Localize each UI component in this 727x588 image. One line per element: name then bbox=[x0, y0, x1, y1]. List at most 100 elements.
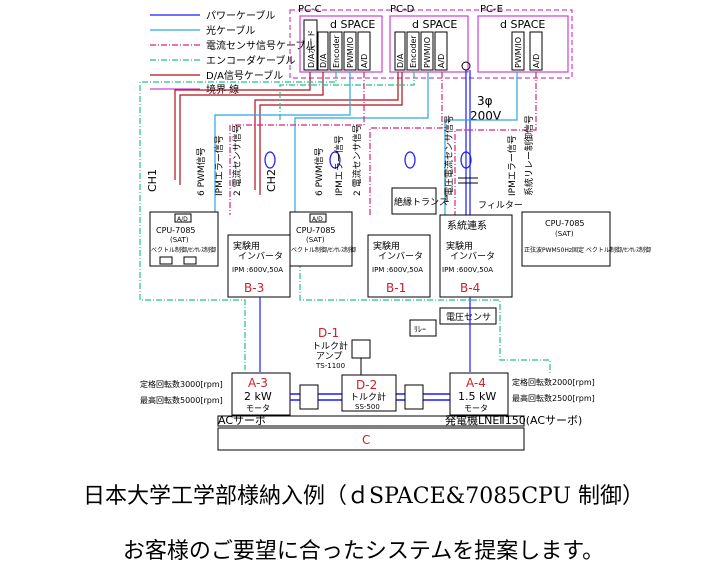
voltage-sensor bbox=[439, 307, 497, 325]
power-voltage-label: 200V bbox=[470, 109, 502, 123]
pc-d-slot-label: Encoder bbox=[409, 35, 418, 68]
pc-c-slot bbox=[357, 31, 371, 71]
inverter-box bbox=[367, 234, 431, 298]
inverter-b3: 実験用 インバータ IPM :600V,50A B-3 bbox=[227, 234, 291, 298]
torque-amp-line1: トルク計 bbox=[312, 340, 348, 352]
pc-c: PC-C d SPACE D/Aボード D/A Encoder PWM/IO A… bbox=[298, 4, 383, 73]
pc-d-slot bbox=[406, 31, 420, 71]
cpu-board-line3: ベクトル制御/ｾﾝｻﾚｽ制御 bbox=[291, 246, 356, 254]
inverter-b4: 系統連系 実験用 インバータ IPM :600V,50A B-4 bbox=[439, 214, 513, 298]
cpu-board-connector bbox=[183, 256, 197, 265]
pc-e-box bbox=[477, 15, 569, 73]
inverter-id: B-3 bbox=[244, 281, 264, 295]
cpu-board-head: A/D bbox=[312, 216, 323, 223]
motor-a4-id: A-4 bbox=[466, 376, 486, 390]
cpu-board-line2: (SAT) bbox=[170, 236, 189, 244]
power-phase-label: 3φ bbox=[477, 94, 493, 108]
isolation-transformer bbox=[391, 187, 437, 215]
current-sensor-coil bbox=[264, 151, 276, 169]
pc-c-name: PC-C bbox=[298, 4, 322, 15]
motor-a4: A-4 1.5 kW モータ 定格回転数2000[rpm] 最高回転数2500[… bbox=[449, 372, 595, 416]
pwm-signal-label: 6 PWM信号 bbox=[195, 147, 207, 196]
cpu-board-3: CPU-7085 (SAT) 正弦波PWM50Hz固定 ベクトル制御/ｾﾝｻﾚｽ… bbox=[521, 211, 651, 267]
pc-boundary bbox=[289, 9, 573, 79]
pc-e-slot bbox=[511, 31, 525, 71]
optical-cable bbox=[214, 72, 351, 215]
pc-d-slot-label: PWM/IO bbox=[423, 37, 432, 68]
pc-c-slot bbox=[343, 31, 357, 71]
motor-a4-max: 最高回転数2500[rpm] bbox=[512, 393, 595, 403]
current-sensor-coil bbox=[404, 151, 416, 169]
cpu-board-2: A/D CPU-7085 (SAT) ベクトル制御/ｾﾝｻﾚｽ制御 bbox=[289, 211, 356, 267]
inverter-id: B-1 bbox=[386, 281, 406, 295]
inverter-line1: 実験用 bbox=[446, 240, 473, 252]
current-cable bbox=[229, 72, 365, 215]
encoder-cable-b4 bbox=[299, 240, 551, 375]
cpu-board-ad bbox=[174, 213, 192, 223]
motor-a4-kind: モータ bbox=[464, 404, 488, 413]
base-left-label: ACサーボ bbox=[218, 414, 266, 427]
pc-e-slot-label: A/D bbox=[532, 54, 541, 68]
pc-c-slot bbox=[303, 19, 318, 71]
inverter-line0: 系統連系 bbox=[447, 219, 487, 232]
pc-c-slots: D/Aボード D/A Encoder PWM/IO A/D bbox=[303, 19, 371, 71]
cpu-board-connector bbox=[159, 256, 173, 265]
inverter-spec: IPM :600V,50A bbox=[442, 266, 493, 274]
inverter-spec: IPM :600V,50A bbox=[372, 266, 423, 274]
inverter-line1: 実験用 bbox=[373, 240, 400, 252]
motor-a4-rated: 定格回転数2000[rpm] bbox=[512, 377, 595, 387]
inverter-line2: インバータ bbox=[378, 251, 423, 262]
pc-d-slot bbox=[394, 31, 406, 71]
torque-amp-line2: アンプ bbox=[316, 351, 342, 362]
cpu-board-1: A/D CPU-7085 (SAT) ベクトル制御/ｾﾝｻﾚｽ制御 bbox=[149, 211, 219, 267]
da-cable bbox=[254, 72, 399, 190]
motor-a4-box bbox=[449, 372, 509, 416]
pc-e-title: d SPACE bbox=[500, 18, 545, 31]
cpu-board-line1: CPU-7085 bbox=[156, 226, 196, 235]
current-signal-label: 2 電流センサ信号 bbox=[231, 124, 243, 196]
pc-c-slot-label: A/D bbox=[360, 54, 369, 68]
pc-c-slot-label: Encoder bbox=[332, 35, 341, 68]
pwm-signal-label-2: 6 PWM信号 bbox=[313, 147, 325, 196]
pc-d-slot-label: D/A bbox=[396, 53, 405, 68]
ipm-error-label: IPMエラー信号 bbox=[213, 135, 225, 196]
ipm-error-label-2: IPMエラー信号 bbox=[333, 135, 345, 196]
voltage-sensor-label: 電圧センサ bbox=[446, 312, 491, 323]
da-cable bbox=[174, 72, 311, 180]
encoder-cable bbox=[139, 72, 337, 370]
optical-cable bbox=[294, 72, 429, 215]
optical-cable bbox=[444, 72, 518, 215]
pc-c-slot-label: PWM/IO bbox=[346, 37, 355, 68]
pc-c-title: d SPACE bbox=[330, 18, 375, 31]
pc-c-slot bbox=[317, 31, 329, 71]
volt-current-signal-label: 電圧電流センサ信号 bbox=[443, 115, 455, 196]
cpu-board-line1: CPU-7085 bbox=[296, 226, 336, 235]
caption-line-2: お客様のご要望に合ったシステムを提案します。 bbox=[122, 539, 605, 564]
ipm-error-label-3: IPMエラー信号 bbox=[506, 135, 518, 196]
cpu-board-line2: (SAT) bbox=[306, 236, 325, 244]
base-right-label: 発電機LNEⅡ150(ACサーボ) bbox=[445, 413, 582, 427]
current-sensor-coil bbox=[329, 151, 341, 169]
torque-meter-model: SS-500 bbox=[355, 403, 380, 411]
inverter-b1: 実験用 インバータ IPM :600V,50A B-1 bbox=[367, 234, 431, 298]
cpu-board-box bbox=[521, 211, 611, 267]
legend-label-da: D/A信号ケーブル bbox=[206, 69, 283, 82]
torque-meter-d2: D-2 トルク計 SS-500 bbox=[341, 374, 397, 412]
inverter-spec: IPM :600V,50A bbox=[232, 266, 283, 274]
da-cable bbox=[179, 72, 324, 185]
motor-a3-kind: モータ bbox=[246, 404, 270, 413]
pc-d: PC-D d SPACE D/A Encoder PWM/IO A/D bbox=[389, 4, 469, 73]
cpu-board-ad bbox=[309, 213, 327, 223]
current-cable bbox=[369, 72, 443, 215]
caption-line-1: 日本大学工学部様納入例（ｄSPACE&7085CPU 制御） bbox=[83, 484, 644, 509]
relay-signal-label: 系統リレー制御信号 bbox=[523, 115, 535, 196]
current-sensor-coil bbox=[460, 151, 472, 169]
motor-a3-rating: 2 kW bbox=[244, 390, 272, 403]
coupling bbox=[299, 384, 319, 410]
encoder-cable bbox=[279, 72, 415, 120]
pc-c-slot-label: D/A bbox=[319, 53, 328, 68]
isolation-transformer-label: 絶縁トランス bbox=[394, 196, 448, 208]
channel-2-label: CH2 bbox=[265, 169, 278, 192]
pc-d-box bbox=[389, 15, 469, 73]
base-platform bbox=[217, 427, 525, 451]
